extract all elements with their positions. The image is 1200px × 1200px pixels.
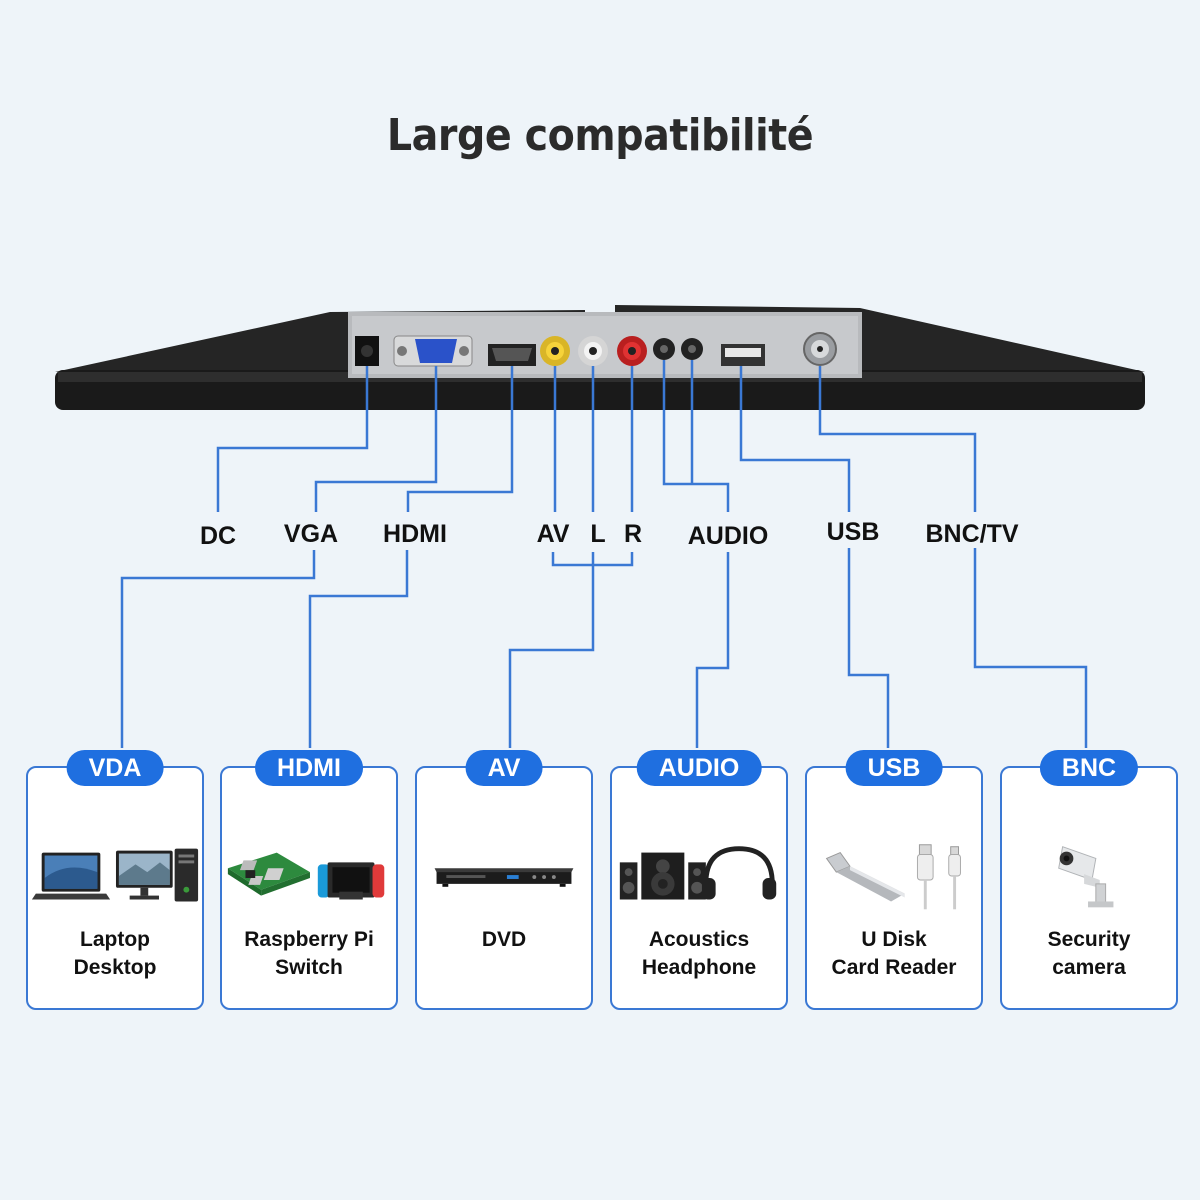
laptop-icon bbox=[31, 852, 111, 900]
card-caption-line: Card Reader bbox=[831, 956, 957, 979]
card-caption-line: DVD bbox=[481, 928, 527, 951]
card-caption: Raspberry Pi Switch bbox=[222, 926, 396, 982]
card-lines bbox=[120, 548, 1088, 748]
card-caption-line: U Disk bbox=[861, 928, 927, 951]
card-caption-line: Raspberry Pi bbox=[244, 928, 374, 951]
port-label-av: AV bbox=[536, 520, 570, 548]
port-dc bbox=[355, 336, 379, 366]
port-label-l: L bbox=[590, 520, 606, 548]
port-usb bbox=[721, 344, 765, 366]
card-caption-line: Laptop bbox=[80, 928, 150, 951]
card-badge: BNC bbox=[1039, 750, 1139, 786]
connector-lines bbox=[216, 360, 977, 512]
port-hdmi bbox=[488, 344, 536, 366]
usb-cable-icon bbox=[916, 844, 961, 910]
port-label-hdmi: HDMI bbox=[383, 520, 447, 548]
card-caption: Security camera bbox=[1002, 926, 1176, 982]
security-camera-icon bbox=[1058, 846, 1114, 908]
port-label-bnc-tv: BNC/TV bbox=[925, 520, 1019, 548]
port-label-r: R bbox=[623, 520, 643, 548]
game-console-icon bbox=[317, 862, 385, 900]
port-vga bbox=[393, 335, 473, 367]
desktop-pc-icon bbox=[115, 848, 199, 902]
page-title: Large compatibilité bbox=[386, 110, 814, 161]
card-badge: USB bbox=[845, 750, 943, 786]
card-caption: Laptop Desktop bbox=[28, 926, 202, 982]
port-audio-jack-1 bbox=[653, 338, 675, 360]
device-card-bnc: BNC Security camera bbox=[1000, 750, 1178, 1010]
dvd-player-icon bbox=[434, 868, 574, 887]
usb-drive-icon bbox=[825, 851, 905, 902]
device-card-hdmi: HDMI Raspberry Pi Switch bbox=[220, 750, 398, 1010]
card-caption-line: Security bbox=[1047, 928, 1131, 951]
port-label-audio: AUDIO bbox=[687, 522, 769, 550]
card-caption-line: camera bbox=[1052, 956, 1126, 979]
card-caption-line: Switch bbox=[275, 956, 343, 979]
port-audio-right-red bbox=[617, 336, 647, 366]
speaker-icon bbox=[619, 852, 706, 900]
card-badge: VDA bbox=[66, 750, 164, 786]
port-label-vga: VGA bbox=[283, 520, 339, 548]
port-av-yellow bbox=[540, 336, 570, 366]
port-audio-jack-2 bbox=[681, 338, 703, 360]
port-bnc bbox=[803, 332, 837, 366]
card-badge: AUDIO bbox=[636, 750, 762, 786]
port-audio-left-white bbox=[578, 336, 608, 366]
card-badge: HDMI bbox=[255, 750, 363, 786]
device-card-av: AV DVD bbox=[415, 750, 593, 1010]
card-caption: DVD bbox=[417, 926, 591, 954]
raspberry-pi-board-icon bbox=[227, 852, 310, 896]
card-caption-line: Desktop bbox=[73, 956, 157, 979]
device-card-vda: VDA Laptop Desktop bbox=[26, 750, 204, 1010]
headphone-icon bbox=[701, 846, 777, 900]
card-caption: Acoustics Headphone bbox=[612, 926, 786, 982]
device-card-audio: AUDIO Acoustics Headphone bbox=[610, 750, 788, 1010]
device-card-usb: USB U Disk Card Reader bbox=[805, 750, 983, 1010]
card-caption-line: Acoustics bbox=[648, 928, 750, 951]
card-caption-line: Headphone bbox=[641, 956, 757, 979]
card-badge: AV bbox=[465, 750, 543, 786]
port-label-usb: USB bbox=[826, 518, 880, 546]
card-caption: U Disk Card Reader bbox=[807, 926, 981, 982]
port-label-dc: DC bbox=[199, 522, 237, 550]
